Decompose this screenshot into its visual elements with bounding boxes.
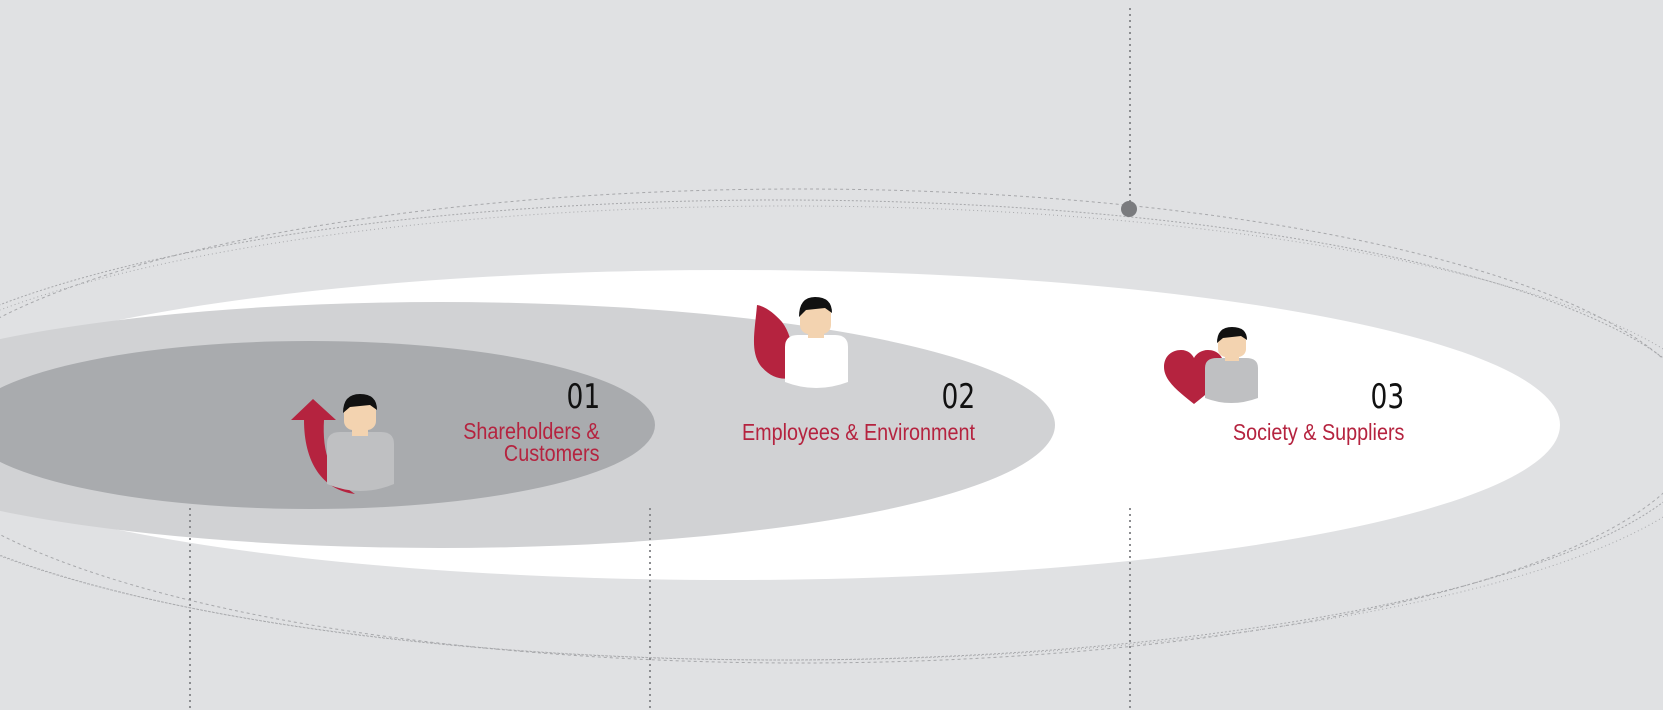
person-face — [800, 304, 831, 334]
orbit-line-3 — [0, 188, 1663, 664]
stakeholder-label-3-line1: Society & Suppliers — [1232, 419, 1404, 445]
stakeholder-label-1-line2: Customers — [504, 440, 600, 466]
stakeholder-label-2: Employees & Environment — [741, 419, 975, 445]
rising-arrow-shape — [291, 399, 355, 494]
person-body-grey — [327, 432, 394, 491]
stakeholder-label-3: Society & Suppliers — [1232, 419, 1404, 445]
person-face — [344, 400, 376, 430]
stakeholder-number-3: 03 — [1370, 377, 1404, 417]
stakeholder-label-1: Shareholders & Customers — [463, 418, 600, 466]
connector-node-dot — [1121, 201, 1137, 217]
person-face — [1218, 332, 1246, 357]
person-body-grey — [1205, 358, 1258, 403]
stakeholder-number-2: 02 — [941, 377, 975, 417]
stakeholder-label-2-line1: Employees & Environment — [741, 419, 975, 445]
leaf-person-icon — [753, 297, 848, 388]
stakeholder-number-1: 01 — [566, 377, 600, 417]
person-hair — [343, 394, 377, 413]
stakeholder-label-1-line1: Shareholders & — [463, 418, 600, 444]
person-hair — [799, 297, 832, 317]
connector-lines — [189, 8, 1131, 710]
outer-orbit-lines — [0, 188, 1663, 664]
person-hair — [1217, 327, 1247, 343]
orbit-line-2 — [0, 205, 1663, 661]
heart-person-icon — [1164, 327, 1258, 404]
ring-inner-dark — [0, 341, 655, 509]
rising-arrow-person-icon — [291, 394, 394, 494]
leaf-shape — [753, 305, 793, 379]
person-body-white — [785, 335, 848, 388]
